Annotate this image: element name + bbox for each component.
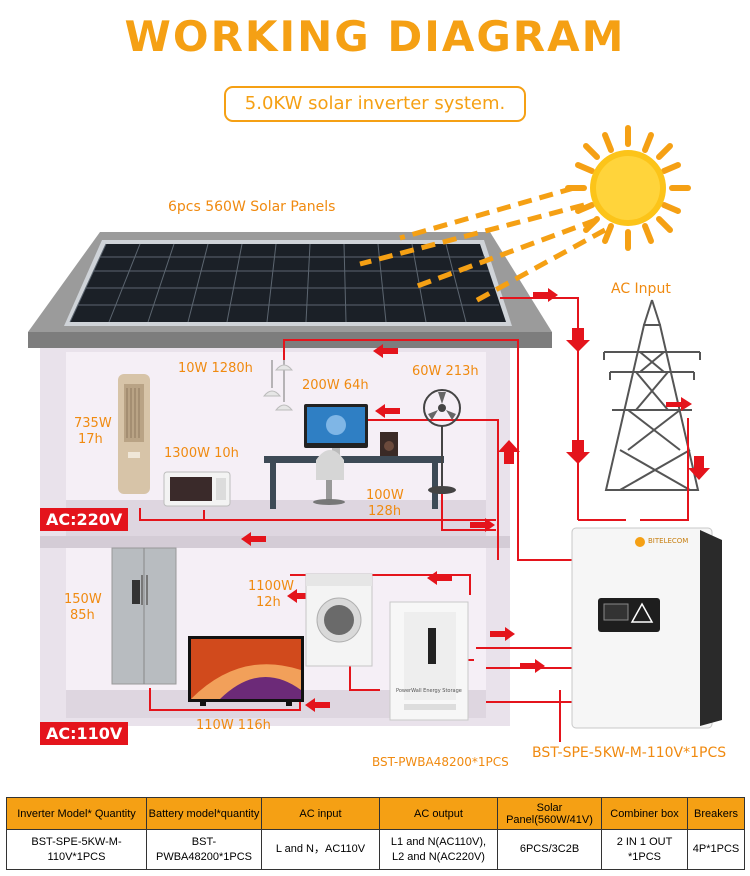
microwave-label: 1300W 10h [164, 446, 239, 461]
table-cell: BST-SPE-5KW-M-110V*1PCS [6, 829, 147, 870]
washer-hours-label: 12h [256, 595, 281, 610]
fan-label: 60W 213h [412, 364, 479, 379]
fan-icon [423, 389, 461, 494]
aircon-icon [118, 374, 150, 494]
washer-power-label: 1100W [248, 579, 294, 594]
page-title: WORKING DIAGRAM [124, 12, 626, 61]
pylon-icon [603, 299, 701, 491]
table-cell: 6PCS/3C2B [497, 829, 602, 870]
table-cell: BST-PWBA48200*1PCS [146, 829, 262, 870]
lamp-icon [262, 360, 294, 411]
column-header: AC input [261, 797, 380, 830]
system-diagram [28, 125, 722, 742]
aircon-power-label: 735W [74, 416, 112, 431]
sun-icon [565, 125, 691, 251]
table-cell: 2 IN 1 OUT *1PCS [601, 829, 688, 870]
floor-slab [40, 536, 510, 548]
table-cell: L1 and N(AC110V), L2 and N(AC220V) [379, 829, 498, 870]
aircon-hours-label: 17h [78, 432, 103, 447]
lamp-label: 10W 1280h [178, 361, 253, 376]
table-row: BST-SPE-5KW-M-110V*1PCS BST-PWBA48200*1P… [6, 829, 745, 870]
inverter-icon [571, 527, 722, 729]
tv-label: 110W 116h [196, 718, 271, 733]
fridge-hours-label: 85h [70, 608, 95, 623]
column-header: Solar Panel(560W/41V) [497, 797, 602, 830]
tv-icon [188, 636, 304, 706]
fridge-power-label: 150W [64, 592, 102, 607]
ac-input-label: AC Input [611, 281, 671, 297]
speaker-power-label: 100W [366, 488, 404, 503]
battery-panel-text: PowerWall Energy Storage [396, 688, 462, 694]
table-cell: 4P*1PCS [687, 829, 745, 870]
ac110-badge: AC:110V [40, 722, 129, 745]
speaker-icon [380, 432, 398, 456]
battery-model-label: BST-PWBA48200*1PCS [372, 755, 509, 769]
ac220-badge: AC:220V [40, 508, 129, 531]
microwave-icon [163, 471, 231, 507]
column-header: Breakers [687, 797, 745, 830]
table-header-row: Inverter Model* Quantity Battery model*q… [6, 797, 745, 830]
column-header: AC output [379, 797, 498, 830]
inverter-brand-text: BITELECOM [648, 537, 689, 545]
speaker-hours-label: 128h [368, 504, 402, 519]
fridge-icon [111, 547, 177, 685]
computer-label: 200W 64h [302, 378, 369, 393]
inverter-model-label: BST-SPE-5KW-M-110V*1PCS [532, 745, 727, 761]
column-header: Combiner box [601, 797, 688, 830]
solar-panel-icon [64, 240, 512, 326]
column-header: Battery model*quantity [146, 797, 262, 830]
computer-icon [264, 404, 444, 509]
flow-arrows [241, 288, 710, 712]
table-cell: L and N，AC110V [261, 829, 380, 870]
column-header: Inverter Model* Quantity [6, 797, 147, 830]
washer-icon [305, 573, 373, 667]
battery-icon [389, 601, 469, 721]
spec-table: Inverter Model* Quantity Battery model*q… [6, 797, 745, 870]
subtitle: 5.0KW solar inverter system. [224, 86, 526, 122]
solar-panels-label: 6pcs 560W Solar Panels [168, 199, 336, 215]
